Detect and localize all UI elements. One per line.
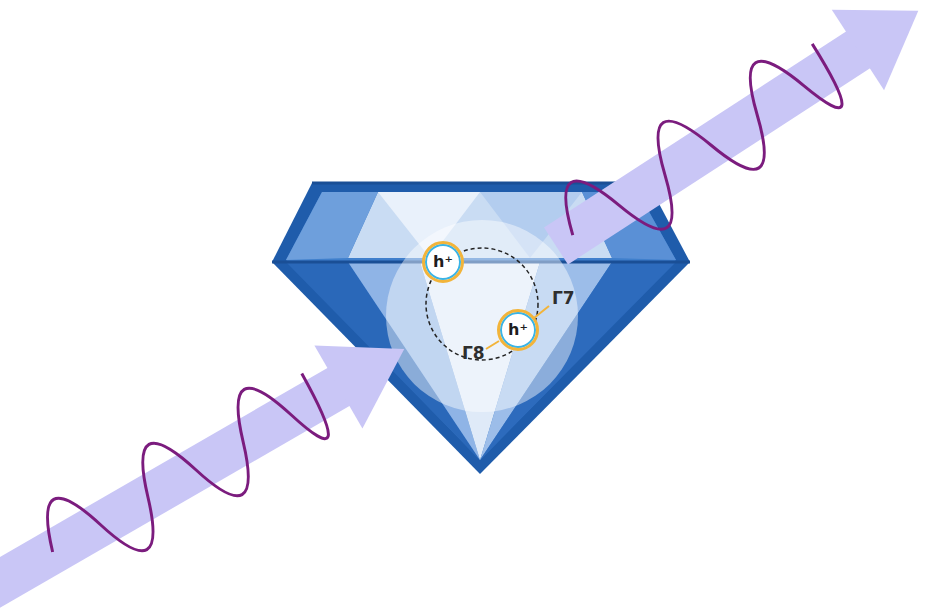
leader-line	[534, 306, 549, 318]
hole-label: h⁺	[433, 254, 453, 270]
diamond-gem	[272, 183, 690, 474]
outgoing-light	[530, 0, 928, 286]
band-label: Γ7	[552, 290, 575, 307]
hole-circle: h⁺	[497, 309, 539, 351]
incoming-light	[0, 307, 428, 610]
orbit-dashed	[426, 248, 538, 360]
leader-line	[486, 341, 499, 349]
glow-circle	[386, 220, 578, 412]
hole-label: h⁺	[508, 322, 528, 338]
hole-circle: h⁺	[422, 241, 464, 283]
band-label: Γ8	[462, 345, 485, 362]
